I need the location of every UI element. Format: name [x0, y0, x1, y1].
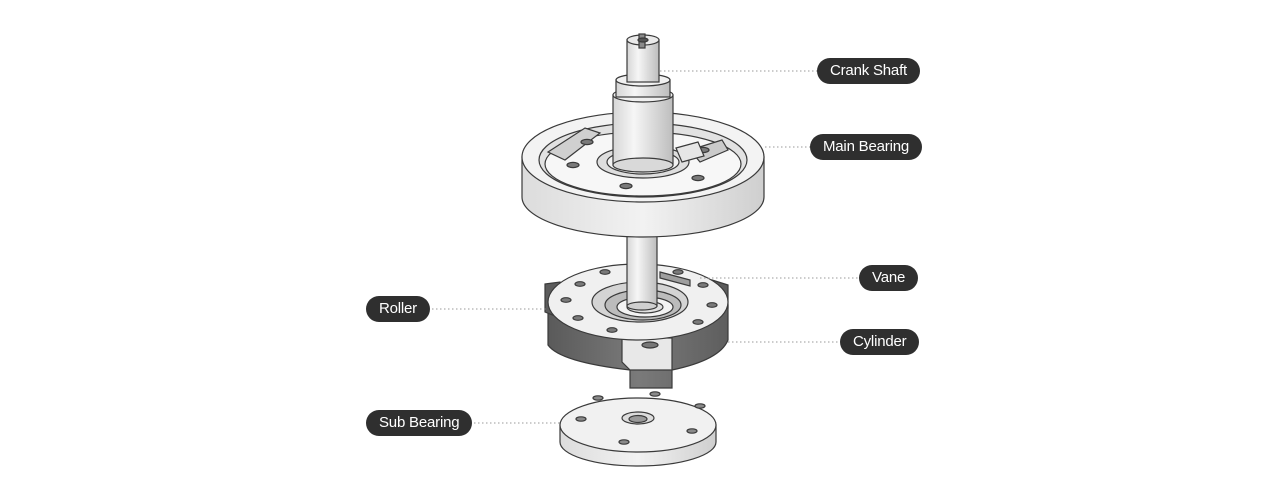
sub-bearing-part	[559, 391, 717, 467]
label-vane: Vane	[859, 265, 919, 291]
label-main-bearing: Main Bearing	[810, 134, 922, 160]
label-sub-bearing: Sub Bearing	[366, 410, 473, 436]
label-crank-shaft: Crank Shaft	[817, 58, 921, 84]
label-roller: Roller	[366, 296, 430, 322]
crank-shaft-part	[612, 33, 705, 173]
label-cylinder: Cylinder	[840, 329, 920, 355]
lower-shaft	[626, 227, 658, 311]
